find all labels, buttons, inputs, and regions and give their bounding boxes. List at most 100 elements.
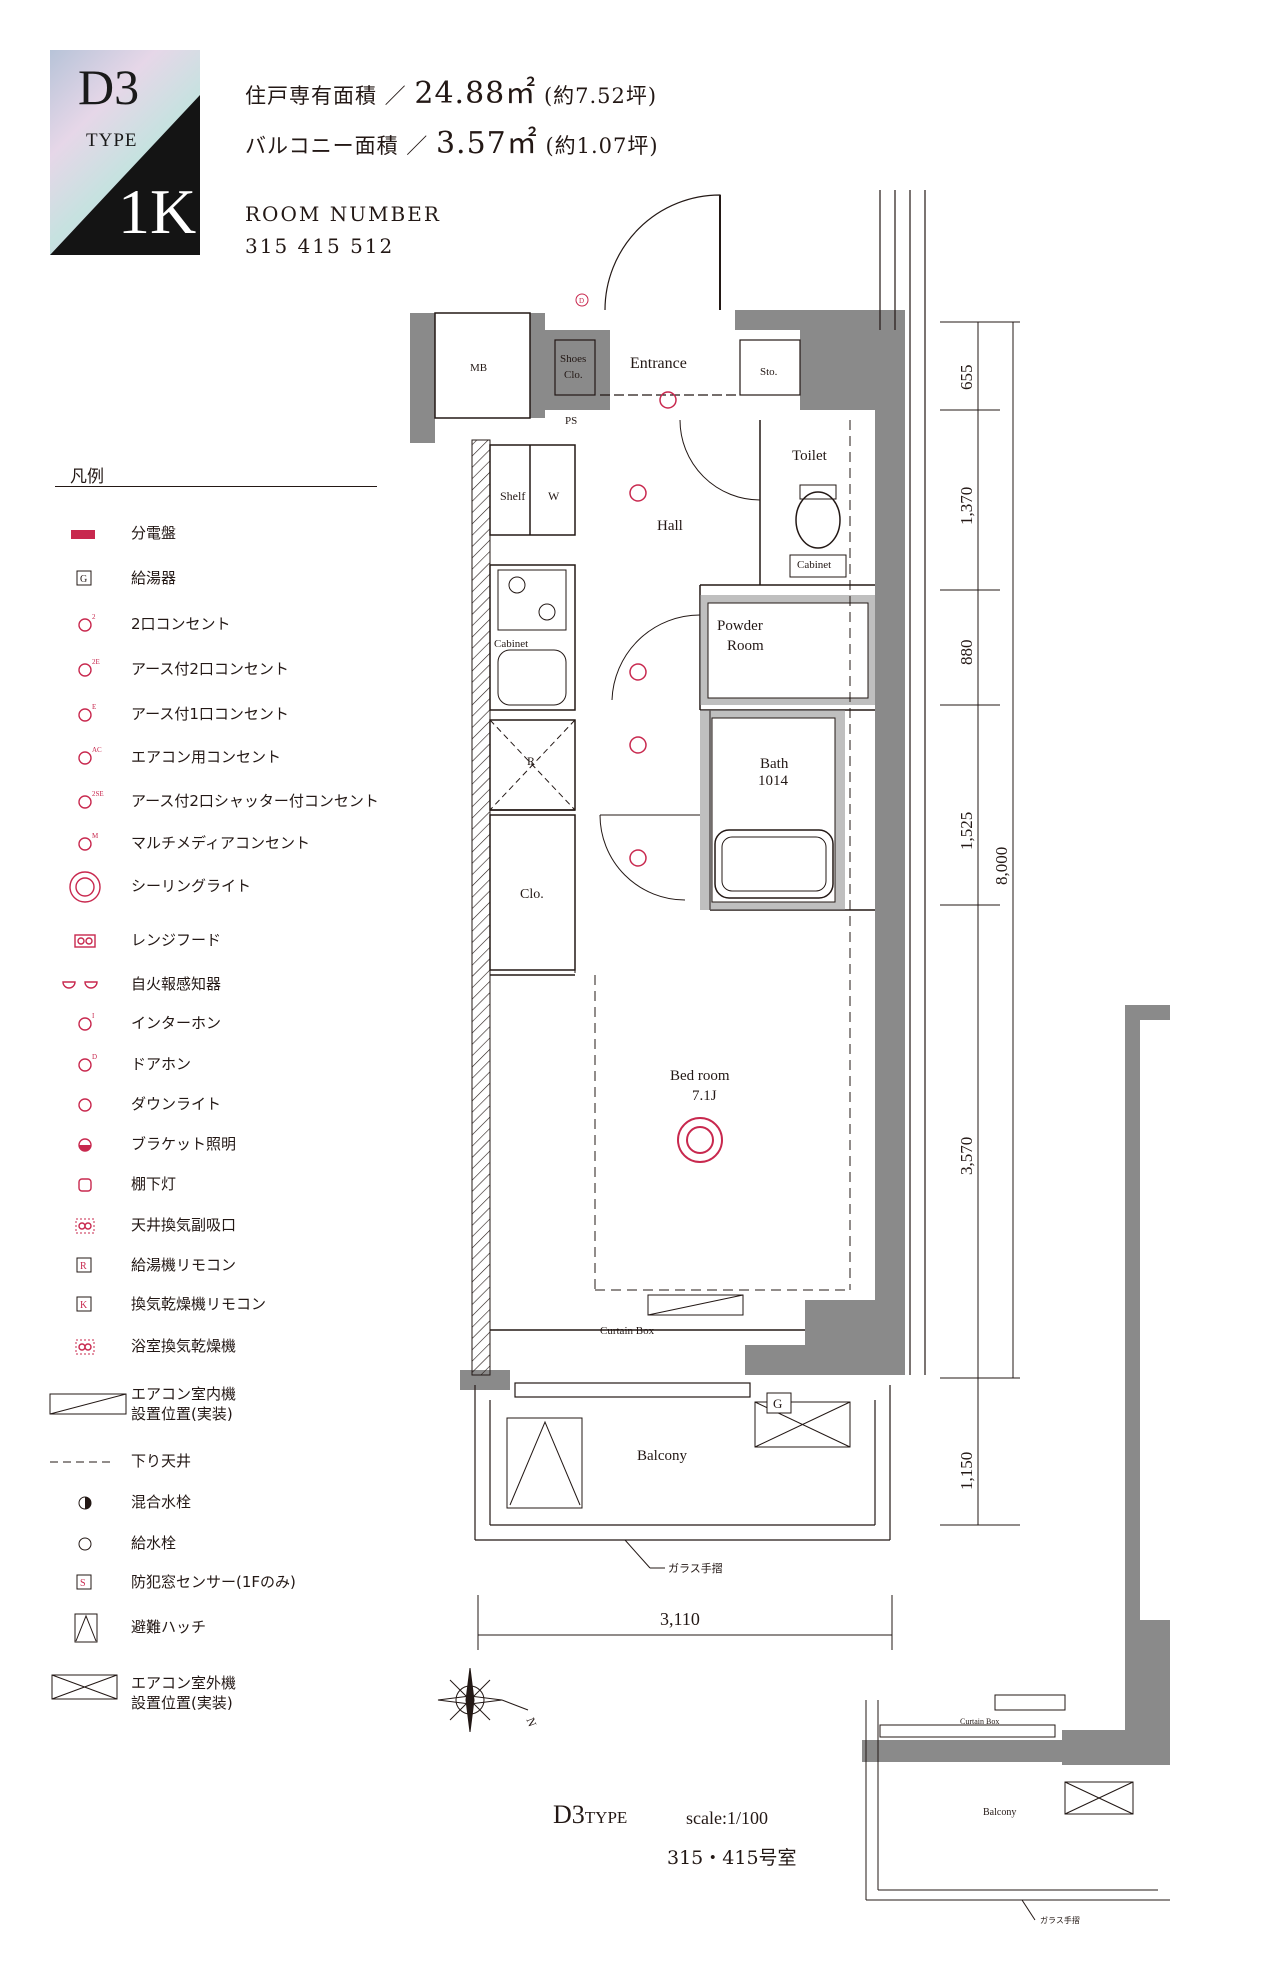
mirror-curtain-label: Curtain Box bbox=[960, 1717, 999, 1726]
legend-item-label: 避難ハッチ bbox=[131, 1618, 207, 1636]
legend-title: 凡例 bbox=[70, 467, 104, 487]
legend-item-label: シーリングライト bbox=[131, 877, 252, 895]
dryer-remote-icon: K bbox=[55, 1288, 105, 1322]
legend-item: エアコン室外機 設置位置(実装) bbox=[51, 1667, 415, 1712]
bath-label: Bath bbox=[760, 756, 789, 772]
aircon-outlet-icon: AC bbox=[55, 741, 105, 775]
legend-item: 棚下灯 bbox=[55, 1168, 415, 1202]
under-shelf-light-icon bbox=[55, 1168, 105, 1202]
legend-item-label: 給湯器 bbox=[131, 569, 177, 587]
svg-text:R: R bbox=[80, 1261, 87, 1272]
dim-880: 880 bbox=[957, 640, 976, 666]
plate-rooms: 315・415号室 bbox=[667, 1847, 797, 1869]
exclusive-area-value: 24.88㎡ bbox=[414, 76, 537, 111]
legend-item: レンジフード bbox=[55, 924, 415, 958]
plate-type-code: D3 bbox=[553, 1800, 585, 1829]
heater-remote-icon: R bbox=[55, 1249, 105, 1283]
escape-hatch-icon bbox=[55, 1611, 105, 1645]
downlights bbox=[629, 391, 677, 867]
intercom-icon: I bbox=[55, 1007, 105, 1041]
svg-text:2E: 2E bbox=[92, 658, 100, 666]
legend-item-label: 給水栓 bbox=[131, 1534, 177, 1552]
aircon-outdoor-icon bbox=[51, 1667, 118, 1701]
storage bbox=[739, 339, 801, 396]
dim-1525: 1,525 bbox=[957, 812, 976, 850]
bath-room bbox=[711, 717, 836, 903]
aircon-indoor-icon bbox=[49, 1378, 127, 1415]
distribution-board-icon bbox=[55, 517, 105, 551]
dim-total-8000: 8,000 bbox=[992, 847, 1011, 885]
kitchen-cabinet-label: Cabinet bbox=[494, 638, 528, 650]
svg-text:G: G bbox=[80, 574, 87, 585]
dim-655: 655 bbox=[957, 365, 976, 391]
legend-item-label: マルチメディアコンセント bbox=[131, 834, 310, 852]
svg-text:G: G bbox=[773, 1396, 782, 1411]
legend-item-label: 自火報感知器 bbox=[131, 975, 222, 993]
dim-width-3110: 3,110 bbox=[660, 1609, 700, 1629]
dropped-ceiling-icon bbox=[50, 1445, 110, 1479]
bedroom-label: Bed room bbox=[670, 1068, 730, 1084]
bedroom-size-label: 7.1J bbox=[692, 1088, 717, 1104]
legend-item: シーリングライト bbox=[55, 870, 415, 904]
fire-alarm-icon bbox=[55, 968, 105, 1002]
legend-item-label: ドアホン bbox=[131, 1055, 192, 1073]
shutter-outlet-icon: 2SE bbox=[55, 785, 105, 819]
curtain-box-label: Curtain Box bbox=[600, 1325, 655, 1337]
legend-item-label: エアコン用コンセント bbox=[131, 748, 282, 766]
ceiling-vent-icon bbox=[55, 1209, 105, 1243]
range-hood-icon bbox=[55, 924, 105, 958]
exclusive-area: 住戸専有面積 ／ 24.88㎡ (約7.52坪) bbox=[245, 68, 657, 112]
dim-1370: 1,370 bbox=[957, 487, 976, 525]
legend-item: 浴室換気乾燥機 bbox=[55, 1330, 415, 1364]
svg-text:2SE: 2SE bbox=[92, 790, 104, 798]
legend-item: 避難ハッチ bbox=[55, 1611, 415, 1645]
svg-text:AC: AC bbox=[92, 746, 102, 754]
hall-label: Hall bbox=[657, 518, 683, 534]
escape-hatch bbox=[506, 1417, 583, 1509]
multimedia-outlet-icon: M bbox=[55, 827, 105, 861]
badge-layout: 1K bbox=[118, 176, 197, 247]
legend-rule bbox=[55, 486, 377, 487]
legend-item: AC エアコン用コンセント bbox=[55, 741, 415, 775]
legend-item-label: レンジフード bbox=[131, 931, 222, 949]
legend-item-label: ダウンライト bbox=[131, 1095, 222, 1113]
balcony-label: Balcony bbox=[637, 1448, 687, 1464]
balcony-area-tsubo: (約1.07坪) bbox=[545, 134, 659, 158]
mirror-glass-rail-label: ガラス手摺 bbox=[1040, 1915, 1080, 1925]
shoes-closet bbox=[554, 339, 596, 396]
legend-item-label: アース付2口コンセント bbox=[131, 660, 289, 678]
water-faucet-icon bbox=[55, 1527, 105, 1561]
legend-item: 天井換気副吸口 bbox=[55, 1209, 415, 1243]
west-hatched-wall bbox=[471, 439, 491, 1376]
ceiling-light-icon bbox=[55, 870, 105, 904]
legend-item-label: 換気乾燥機リモコン bbox=[131, 1295, 267, 1313]
legend-item: G 給湯器 bbox=[55, 562, 415, 596]
water-heater-icon: G bbox=[55, 562, 105, 596]
bathtub bbox=[714, 829, 834, 899]
legend-item-label: 下り天井 bbox=[131, 1452, 192, 1470]
legend-item: ダウンライト bbox=[55, 1088, 415, 1122]
w-label: W bbox=[548, 489, 560, 503]
legend-item-label: 混合水栓 bbox=[131, 1493, 192, 1511]
compass-icon bbox=[437, 1667, 529, 1733]
grounded-single-outlet-icon: E bbox=[55, 698, 105, 732]
entrance-label: Entrance bbox=[630, 355, 687, 372]
legend-item-label: アース付1口コンセント bbox=[131, 705, 289, 723]
aircon-indoor-unit bbox=[647, 1294, 744, 1316]
plate-scale: scale:1/100 bbox=[686, 1808, 768, 1828]
badge-black-triangle bbox=[50, 95, 200, 255]
type-badge: D3 TYPE 1K bbox=[50, 50, 200, 255]
glass-rail-label: ガラス手摺 bbox=[668, 1561, 723, 1575]
legend-item-label: 棚下灯 bbox=[131, 1175, 177, 1193]
svg-text:E: E bbox=[92, 703, 96, 711]
mb-room bbox=[434, 312, 531, 419]
svg-text:D: D bbox=[579, 297, 584, 305]
legend-item: 2E アース付2口コンセント bbox=[55, 653, 415, 687]
legend-item-label: 2口コンセント bbox=[131, 615, 231, 633]
mirror-balcony-label: Balcony bbox=[983, 1807, 1016, 1818]
legend-item: 分電盤 bbox=[55, 517, 415, 551]
